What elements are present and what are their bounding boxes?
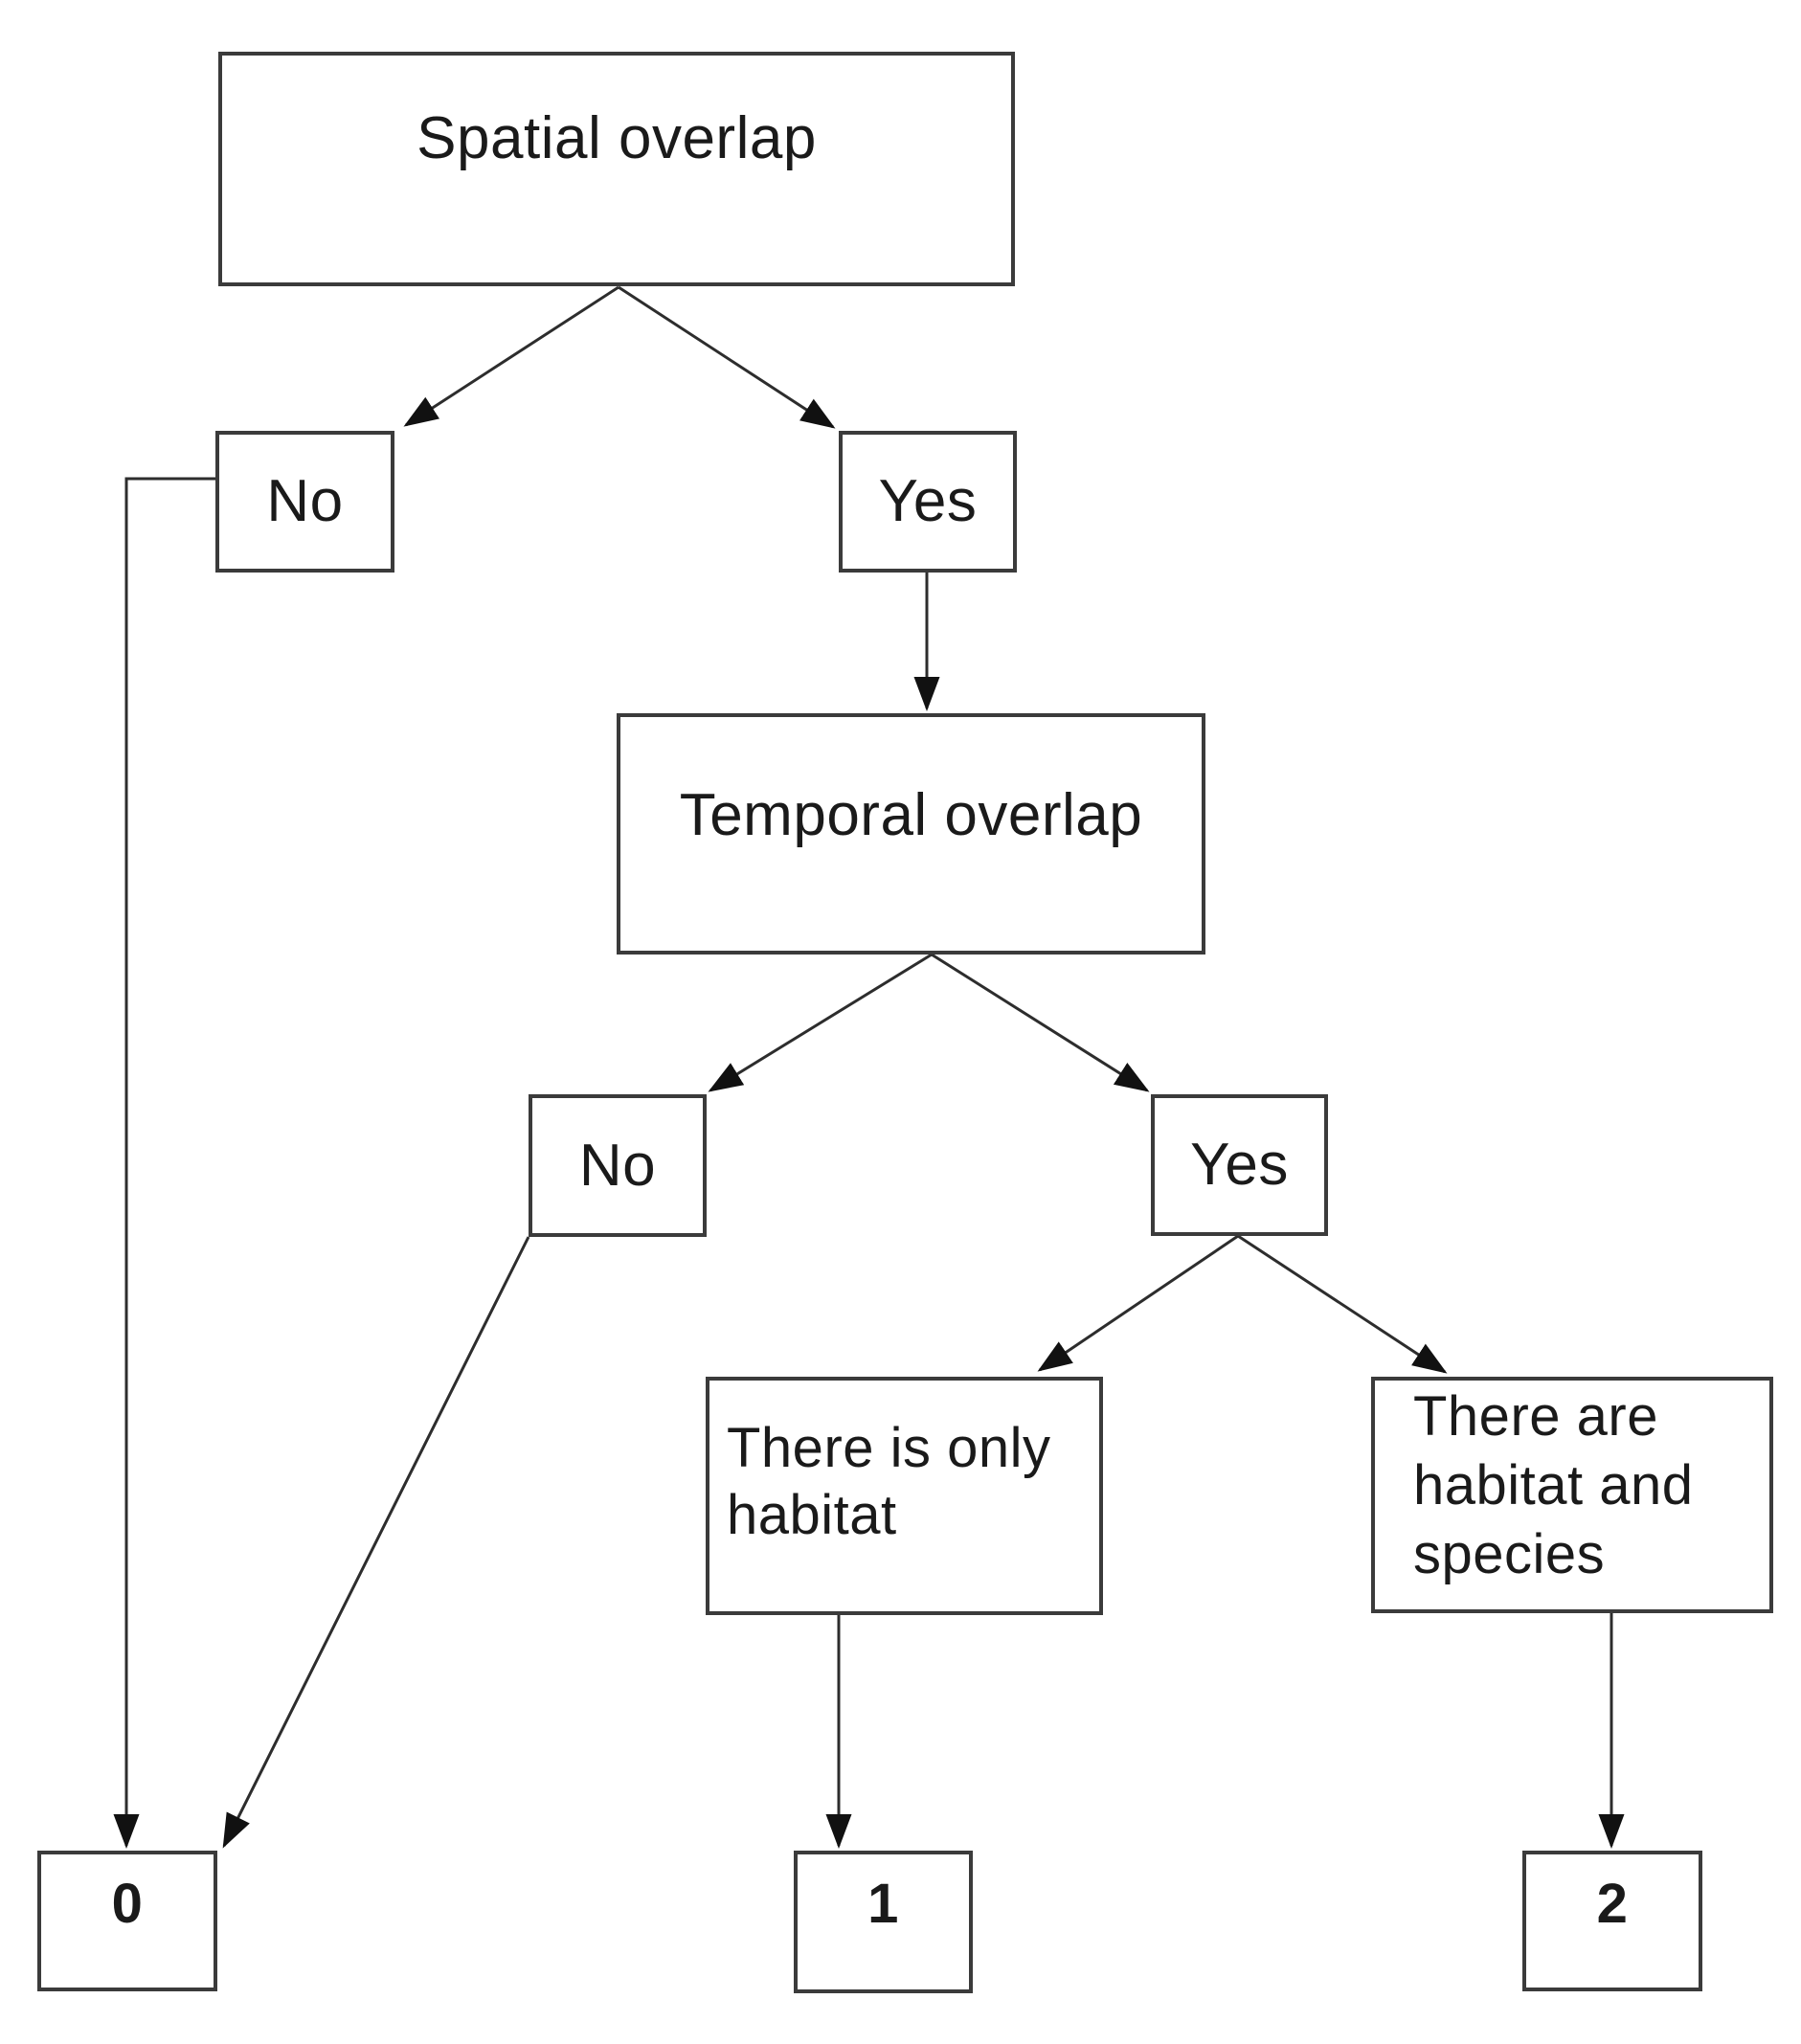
score-value: 2 (1596, 1873, 1629, 1935)
node-temporal-overlap: Temporal overlap (617, 713, 1205, 955)
node-label: Yes (1190, 1132, 1289, 1198)
node-temporal-yes: Yes (1151, 1094, 1328, 1236)
node-score-1: 1 (794, 1851, 973, 1993)
score-value: 1 (867, 1873, 899, 1935)
edge-temporal-to-yes (931, 953, 1150, 1092)
node-label-line: habitat and (1413, 1454, 1694, 1516)
node-score-0: 0 (37, 1851, 217, 1991)
edge-temporal-no-to-score0 (222, 1236, 530, 1849)
edge-temporal-to-no (708, 953, 933, 1092)
node-label-line: species (1413, 1523, 1606, 1585)
node-habitat-only: There is only habitat (706, 1377, 1103, 1615)
node-label: Yes (878, 468, 978, 534)
node-label-line: habitat (727, 1484, 897, 1546)
score-value: 0 (111, 1873, 144, 1935)
edge-no-to-score0 (113, 477, 215, 1849)
node-label-line: There are (1413, 1385, 1658, 1448)
node-label: No (578, 1132, 657, 1199)
node-spatial-yes: Yes (839, 431, 1017, 573)
node-label: Spatial overlap (416, 105, 817, 171)
node-temporal-no: No (529, 1094, 707, 1237)
node-label: No (266, 468, 344, 534)
node-score-2: 2 (1522, 1851, 1702, 1991)
node-habitat-and-species: There are habitat and species (1371, 1377, 1773, 1613)
node-spatial-overlap: Spatial overlap (218, 52, 1015, 286)
node-spatial-no: No (215, 431, 394, 573)
node-label-line: There is only (727, 1417, 1051, 1479)
node-label: Temporal overlap (679, 782, 1143, 848)
edge-spatial-to-yes (618, 285, 836, 429)
edge-yes2-to-habitat-only (1037, 1234, 1239, 1372)
edge-spatial-to-no (403, 285, 619, 427)
edge-yes2-to-habitat-species (1237, 1234, 1448, 1374)
